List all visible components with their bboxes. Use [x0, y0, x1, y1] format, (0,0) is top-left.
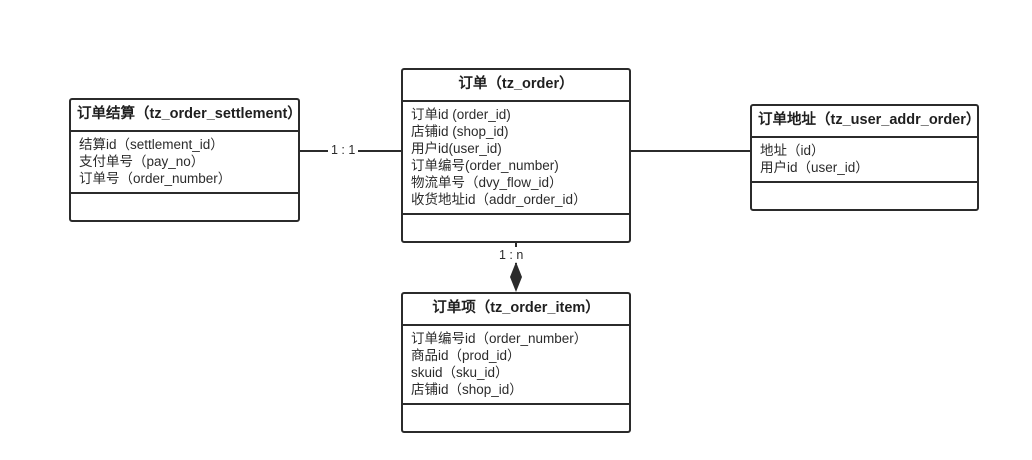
attribute-row: 订单编号id（order_number）	[411, 330, 588, 346]
relationship-label-order-item: 1 : n	[496, 247, 527, 263]
entity-box-order[interactable]: 订单（tz_order） 订单id (order_id) 店铺id (shop_…	[401, 68, 631, 243]
filled-diamond-marker-icon	[506, 262, 526, 292]
attribute-row: 商品id（prod_id）	[411, 347, 521, 363]
attribute-row: 订单号（order_number）	[79, 170, 232, 186]
entity-footer-order-item	[403, 405, 629, 431]
entity-title-order-item: 订单项（tz_order_item）	[403, 294, 629, 326]
entity-box-order-item[interactable]: 订单项（tz_order_item） 订单编号id（order_number） …	[401, 292, 631, 433]
entity-attributes-order-item: 订单编号id（order_number） 商品id（prod_id） skuid…	[403, 326, 629, 405]
attribute-row: 用户id（user_id）	[760, 159, 869, 175]
entity-attributes-order-settlement: 结算id（settlement_id） 支付单号（pay_no） 订单号（ord…	[71, 132, 298, 194]
attribute-row: skuid（sku_id）	[411, 364, 509, 380]
attribute-row: 收货地址id（addr_order_id）	[411, 191, 587, 207]
entity-title-user-addr-order: 订单地址（tz_user_addr_order）	[752, 106, 980, 138]
entity-title-order-settlement: 订单结算（tz_order_settlement）	[71, 100, 302, 132]
entity-attributes-order: 订单id (order_id) 店铺id (shop_id) 用户id(user…	[403, 102, 629, 215]
attribute-row: 用户id(user_id)	[411, 140, 502, 156]
connector-order-to-item[interactable]	[515, 228, 517, 264]
attribute-row: 物流单号（dvy_flow_id）	[411, 174, 563, 190]
entity-footer-user-addr-order	[752, 183, 977, 209]
entity-attributes-user-addr-order: 地址（id） 用户id（user_id）	[752, 138, 977, 183]
attribute-row: 店铺id（shop_id）	[411, 381, 523, 397]
relationship-label-settlement-order: 1 : 1	[328, 142, 359, 158]
entity-box-order-settlement[interactable]: 订单结算（tz_order_settlement） 结算id（settlemen…	[69, 98, 302, 222]
connector-order-to-addr[interactable]	[631, 150, 750, 152]
attribute-row: 地址（id）	[760, 142, 825, 158]
attribute-row: 支付单号（pay_no）	[79, 153, 205, 169]
entity-box-user-addr-order[interactable]: 订单地址（tz_user_addr_order） 地址（id） 用户id（use…	[750, 104, 980, 211]
entity-footer-order	[403, 215, 629, 241]
attribute-row: 订单编号(order_number)	[411, 157, 559, 173]
attribute-row: 结算id（settlement_id）	[79, 136, 224, 152]
attribute-row: 订单id (order_id)	[411, 106, 511, 122]
entity-title-order: 订单（tz_order）	[403, 70, 629, 102]
attribute-row: 店铺id (shop_id)	[411, 123, 509, 139]
entity-footer-order-settlement	[71, 194, 298, 220]
